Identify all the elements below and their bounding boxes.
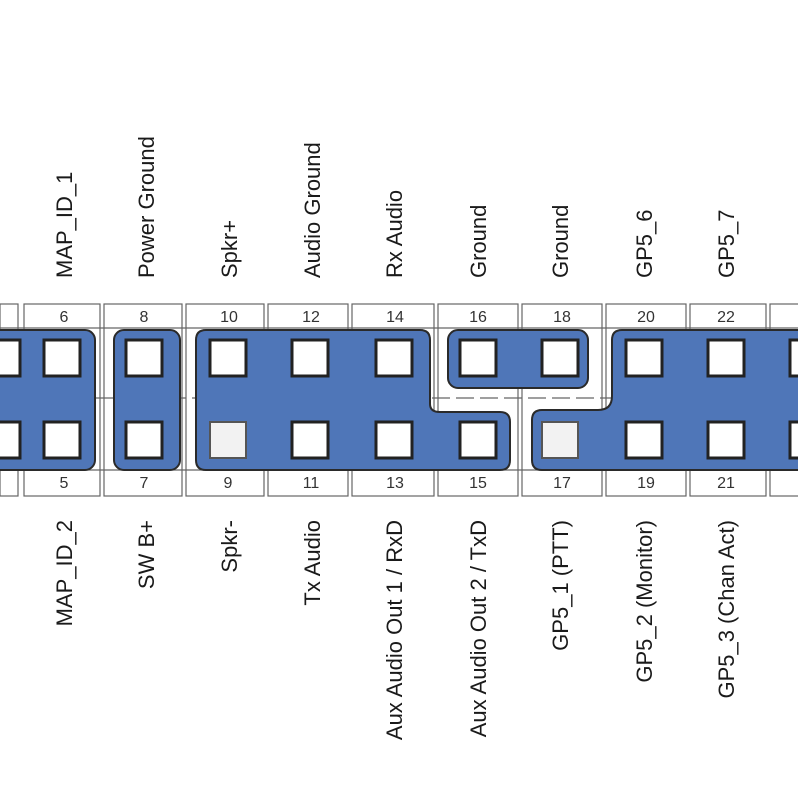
pin-number: 10 [220,309,238,326]
pin-14 [374,338,414,378]
top-pin-numbers: 6 8 10 12 14 16 18 20 22 [60,309,735,326]
signal-label: Tx Audio [300,520,325,606]
signal-label: MAP_ID_1 [52,172,77,278]
pin-4 [0,338,22,378]
pin-number: 12 [302,309,320,326]
pin-number: 13 [386,475,404,492]
pin-8 [124,338,164,378]
signal-label: MAP_ID_2 [52,520,77,626]
pin-6 [42,338,82,378]
pin-number: 6 [60,309,69,326]
signal-label: Audio Ground [300,142,325,278]
pin-number: 20 [637,309,655,326]
pin-number: 21 [717,475,735,492]
pin-number: 11 [303,475,320,492]
bottom-pin-numbers: 5 7 9 11 13 15 17 19 21 [60,475,735,492]
pin-number: 9 [224,475,233,492]
signal-label: Spkr- [217,520,242,573]
signal-label: Spkr+ [217,220,242,278]
pin-7 [124,420,164,460]
signal-label: Ground [548,205,573,278]
pin-number: 8 [140,309,149,326]
signal-label: GP5_1 (PTT) [548,520,573,651]
pin-15 [458,420,498,460]
signal-label: GP5_6 [632,210,657,279]
bottom-signal-labels: MAP_ID_2 SW B+ Spkr- Tx Audio Aux Audio … [52,520,739,740]
pin-19 [624,420,664,460]
signal-label: Ground [466,205,491,278]
pin-number: 5 [60,475,69,492]
pin-11 [290,420,330,460]
signal-label: GP5_2 (Monitor) [632,520,657,683]
group-audio-aux [195,329,511,471]
signal-label: GP5_7 [714,210,739,279]
pin-10 [208,338,248,378]
pin-23 [788,420,798,460]
pin-number: 15 [469,475,487,492]
pins-top [0,338,798,378]
pin-24 [788,338,798,378]
pin-21 [706,420,746,460]
signal-label: SW B+ [134,520,159,589]
pin-3 [0,420,22,460]
pin-number: 19 [637,475,655,492]
pin-22 [706,338,746,378]
signal-label: Power Ground [134,136,159,278]
pin-number: 16 [469,309,487,326]
pin-number: 14 [386,309,404,326]
pins-bottom [0,420,798,460]
signal-label: Aux Audio Out 1 / RxD [382,520,407,740]
top-signal-labels: MAP_ID_1 Power Ground Spkr+ Audio Ground… [52,136,739,278]
signal-label: GP5_3 (Chan Act) [714,520,739,699]
pin-17 [541,421,579,459]
pin-number: 7 [140,475,149,492]
pin-9 [209,421,247,459]
signal-label: Rx Audio [382,190,407,278]
pin-number: 17 [553,475,571,492]
pin-16 [458,338,498,378]
signal-label: Aux Audio Out 2 / TxD [466,520,491,737]
pin-18 [540,338,580,378]
pin-13 [374,420,414,460]
pin-20 [624,338,664,378]
pin-12 [290,338,330,378]
pin-number: 22 [717,309,735,326]
pin-5 [42,420,82,460]
pin-number: 18 [553,309,571,326]
